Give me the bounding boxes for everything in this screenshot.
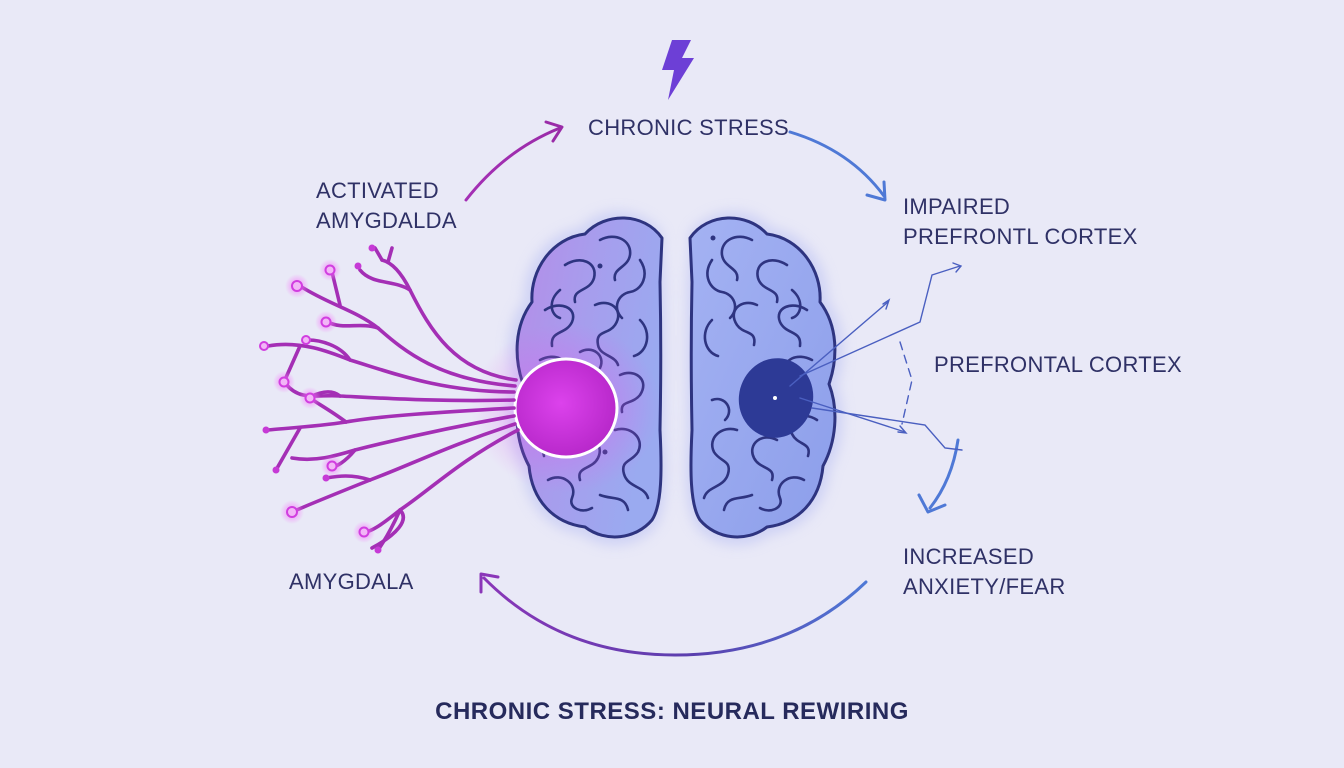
- neuron-endpoints: [259, 244, 382, 554]
- arrow-anxiety-to-amygdala: [482, 576, 868, 657]
- arrowhead-top-left: [544, 120, 564, 143]
- diagram-title: CHRONIC STRESS: NEURAL REWIRING: [435, 698, 909, 725]
- cycle-arrows: [464, 120, 960, 657]
- label-increased-line2: ANXIETY/FEAR: [903, 574, 1066, 599]
- arrow-cortex-to-anxiety: [928, 438, 960, 510]
- label-activated-line1: ACTIVATED: [316, 178, 439, 203]
- arrow-activated-to-stress: [464, 126, 562, 202]
- right-gyri: [702, 235, 819, 512]
- cortex-connector-lines: [789, 262, 963, 451]
- arrowhead-bottom-left: [479, 572, 500, 594]
- arrowhead-top-right: [865, 180, 887, 202]
- arrow-stress-to-impaired: [788, 130, 886, 198]
- label-chronic-stress: CHRONIC STRESS: [588, 115, 789, 140]
- label-amygdala: AMYGDALA: [289, 569, 414, 594]
- label-prefrontal-cortex: PREFRONTAL CORTEX: [934, 352, 1182, 377]
- label-impaired-line1: IMPAIRED: [903, 194, 1011, 219]
- arrowhead-right: [917, 493, 947, 514]
- amygdala-node: [513, 357, 619, 459]
- lightning-bolt-icon: [662, 40, 694, 100]
- label-activated-line2: AMYGDALDA: [316, 208, 457, 233]
- label-increased-line1: INCREASED: [903, 544, 1035, 569]
- label-impaired-line2: PREFRONTL CORTEX: [903, 224, 1138, 249]
- brain: [471, 211, 844, 546]
